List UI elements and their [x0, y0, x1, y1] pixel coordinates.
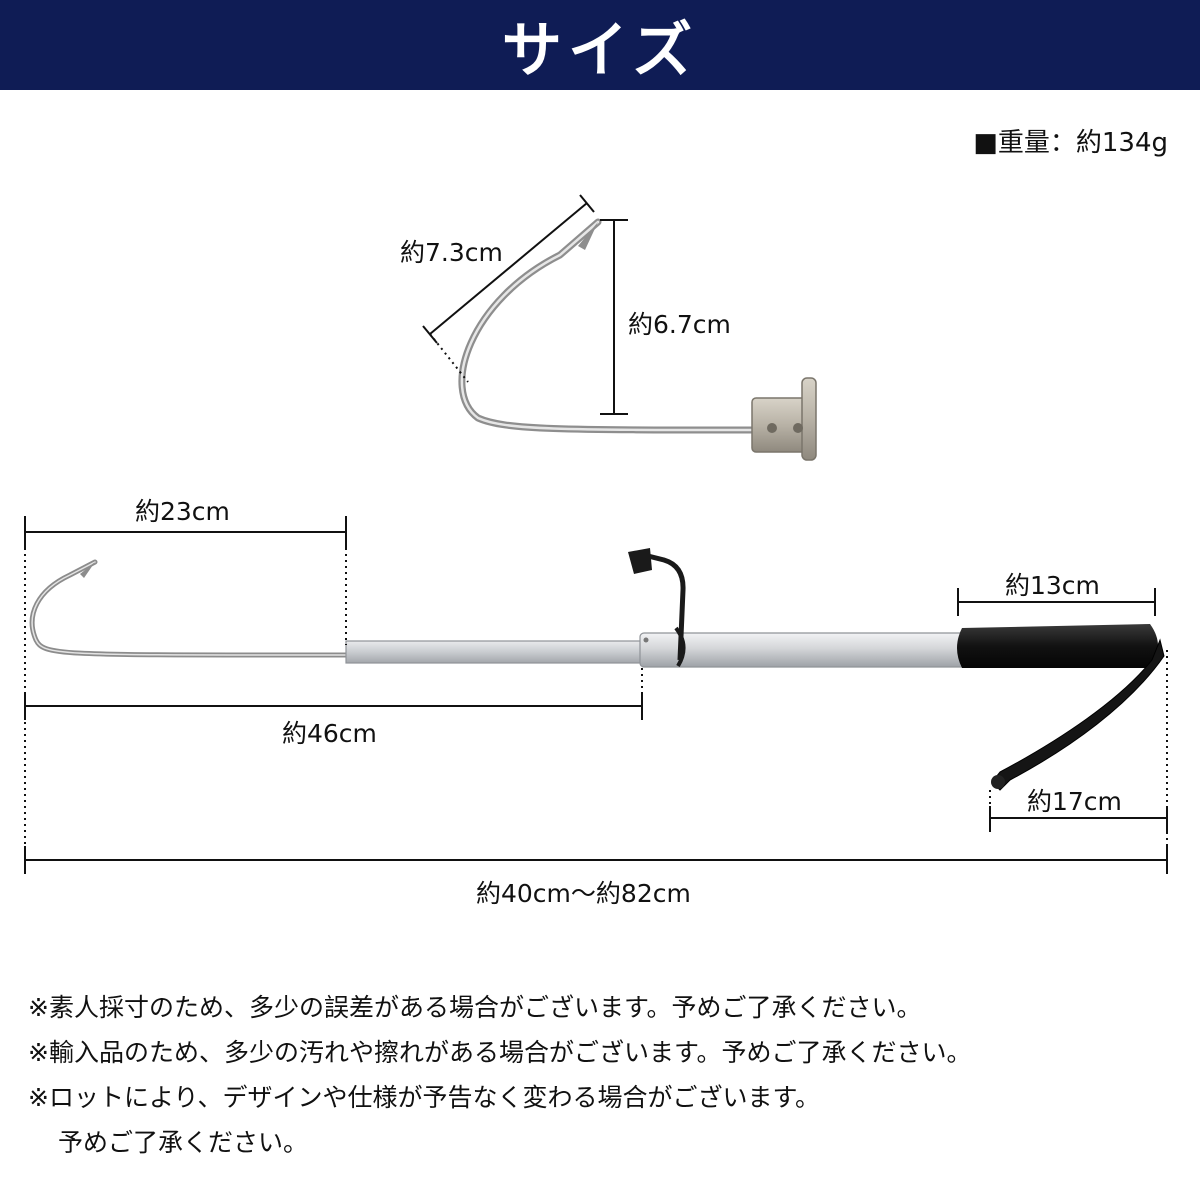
hook-closeup-rivet	[767, 423, 777, 433]
note-item: ※ロットにより、デザインや仕様が予告なく変わる場合がございます。	[28, 1083, 820, 1112]
label-total-length: 約40cm〜約82cm	[476, 879, 691, 908]
dim-grip-length	[957, 588, 1156, 616]
label-hook-height: 約6.7cm	[628, 310, 731, 339]
label-collapsed-length: 約46cm	[282, 719, 377, 748]
label-strap-length: 約17cm	[1027, 787, 1122, 816]
gaff-full	[29, 548, 1165, 791]
hook-closeup-barb	[578, 222, 598, 250]
dim-total-length	[24, 832, 1168, 874]
gaff-foam-grip	[957, 624, 1158, 668]
gaff-wrist-strap	[991, 638, 1165, 791]
dim-hook-reach	[24, 516, 347, 860]
dim-strap-length	[989, 650, 1168, 832]
gaff-outer-tube	[639, 632, 971, 668]
note-item: 予めご了承ください。	[58, 1128, 309, 1157]
notes-list: ※素人採寸のため、多少の誤差がある場合がございます。予めご了承ください。 ※輸入…	[28, 985, 971, 1165]
dim-hook-height	[600, 219, 628, 415]
gaff-inner-tube	[345, 640, 645, 664]
note-item: ※素人採寸のため、多少の誤差がある場合がございます。予めご了承ください。	[28, 993, 922, 1022]
page-title: サイズ	[501, 15, 699, 86]
header-banner: サイズ	[0, 0, 1200, 90]
gaff-hook-steel	[29, 559, 351, 658]
dim-collapsed-length	[24, 668, 643, 720]
hook-closeup	[458, 218, 817, 461]
label-grip-length: 約13cm	[1005, 571, 1100, 600]
label-hook-reach: 約23cm	[135, 497, 230, 526]
dim-hook-length	[422, 194, 595, 383]
label-hook-length: 約7.3cm	[400, 238, 503, 267]
note-item: ※輸入品のため、多少の汚れや擦れがある場合がございます。予めご了承ください。	[28, 1038, 972, 1067]
weight-label: ■重量：約134g	[973, 128, 1168, 158]
gaff-clip	[639, 551, 686, 661]
